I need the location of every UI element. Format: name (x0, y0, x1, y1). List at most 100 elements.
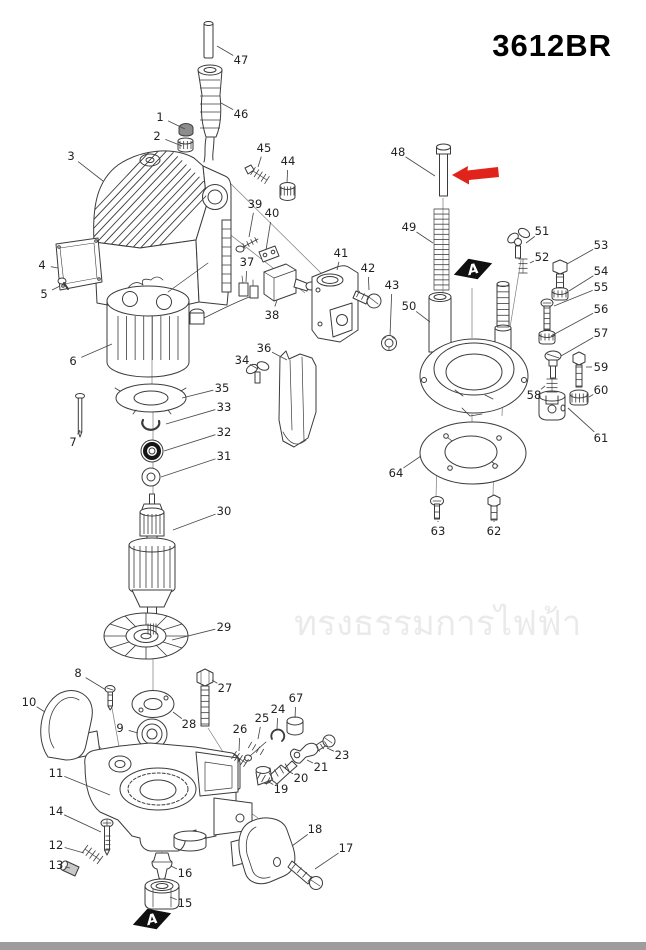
leader-line-29 (171, 628, 216, 641)
part-38-switch (263, 263, 317, 302)
hatch-stroke (242, 243, 246, 249)
hatch-stroke (324, 741, 328, 747)
leader-line-35 (181, 389, 214, 399)
leader-line-61 (567, 407, 595, 433)
leader-line-9 (128, 729, 139, 734)
hatch-stroke (118, 176, 200, 248)
part-label-55: 55 (594, 280, 609, 294)
leader-line-27 (211, 679, 218, 684)
leader-line-33 (165, 409, 216, 425)
part-1-cap (178, 123, 194, 137)
part-label-52: 52 (535, 250, 550, 264)
callout-layer: 1234567891011121314151617181920212324252… (22, 45, 609, 910)
part-9-ball-bearing (136, 718, 168, 750)
part-33-lock-washer (141, 418, 161, 431)
hatch-stroke (96, 156, 179, 243)
part-15-collet-nut (144, 878, 180, 910)
leader-line-44 (286, 169, 289, 184)
part-label-24: 24 (271, 702, 286, 716)
part-10-left-handle (40, 690, 101, 761)
leader-line-40 (265, 221, 271, 251)
part-label-15: 15 (178, 896, 193, 910)
hatch-stroke (296, 867, 302, 874)
part-label-43: 43 (385, 278, 400, 292)
hatch-stroke (93, 150, 170, 235)
leader-line-15 (169, 896, 177, 901)
part-label-4: 4 (38, 258, 45, 272)
hatch-stroke (255, 746, 261, 753)
part-label-18: 18 (308, 822, 323, 836)
leader-line-46 (220, 102, 234, 111)
part-44-brush-cap (279, 182, 296, 201)
part-label-3: 3 (67, 149, 74, 163)
part-label-21: 21 (314, 760, 329, 774)
leader-line-6 (81, 343, 113, 358)
part-label-60: 60 (594, 383, 609, 397)
leader-line-26 (238, 737, 241, 752)
part-51-wing-bolt (507, 227, 531, 259)
leader-line-60 (588, 394, 594, 398)
part-label-58: 58 (527, 388, 542, 402)
highlight-arrow-icon (452, 166, 499, 185)
hatch-stroke (261, 774, 266, 783)
hatch-stroke (122, 180, 205, 248)
leader-line-37 (245, 270, 247, 283)
leader-line-16 (170, 865, 178, 870)
part-46-cord-guard (197, 64, 223, 163)
part-label-49: 49 (402, 220, 417, 234)
part-label-51: 51 (535, 224, 550, 238)
leader-line-23 (326, 747, 335, 752)
leader-line-5 (51, 285, 61, 291)
part-label-64: 64 (389, 466, 404, 480)
parts-layer (40, 21, 589, 910)
leader-line-57 (560, 337, 594, 357)
part-label-11: 11 (49, 766, 64, 780)
leader-line-49 (416, 231, 434, 244)
part-59-bolt (572, 351, 586, 388)
hatch-stroke (243, 759, 249, 767)
leader-line-58 (540, 385, 546, 390)
part-label-36: 36 (257, 341, 272, 355)
part-label-6: 6 (69, 354, 76, 368)
hatch-stroke (92, 852, 100, 862)
leader-line-47 (216, 45, 234, 56)
part-54-nut (551, 287, 569, 301)
hatch-stroke (284, 763, 290, 771)
leader-line-14 (63, 814, 102, 833)
hatch-stroke (93, 150, 161, 227)
brand-logo-icon: A (453, 258, 493, 279)
part-label-50: 50 (402, 299, 417, 313)
hatch-stroke (274, 769, 279, 777)
hatch-stroke (105, 164, 187, 248)
leader-line-45 (257, 156, 262, 168)
part-label-5: 5 (40, 287, 47, 301)
part-6-stator (106, 262, 209, 378)
hatch-stroke (113, 172, 196, 248)
leader-line-20 (287, 770, 294, 775)
part-11-base-housing (84, 742, 253, 852)
leader-line-64 (403, 455, 422, 469)
leader-line-25 (257, 726, 261, 740)
part-label-8: 8 (74, 666, 81, 680)
part-label-17: 17 (339, 841, 354, 855)
part-label-30: 30 (217, 504, 232, 518)
part-label-23: 23 (335, 748, 350, 762)
leader-line-54 (568, 275, 594, 292)
hatch-stroke (256, 772, 262, 780)
leader-line-34 (249, 364, 259, 370)
leader-line-12 (64, 847, 85, 854)
hatch-stroke (265, 777, 271, 785)
part-16-collet-cone (151, 852, 173, 880)
hatch-stroke (100, 160, 183, 247)
part-label-12: 12 (49, 838, 64, 852)
part-17-bolt (287, 860, 323, 890)
part-label-40: 40 (265, 206, 280, 220)
hatch-stroke (302, 871, 308, 878)
leader-line-41 (336, 261, 340, 271)
hatch-stroke (231, 751, 237, 759)
part-13-pin (60, 860, 80, 877)
part-35-baffle-plate (114, 383, 187, 415)
hatch-stroke (279, 766, 284, 774)
part-label-57: 57 (594, 326, 609, 340)
